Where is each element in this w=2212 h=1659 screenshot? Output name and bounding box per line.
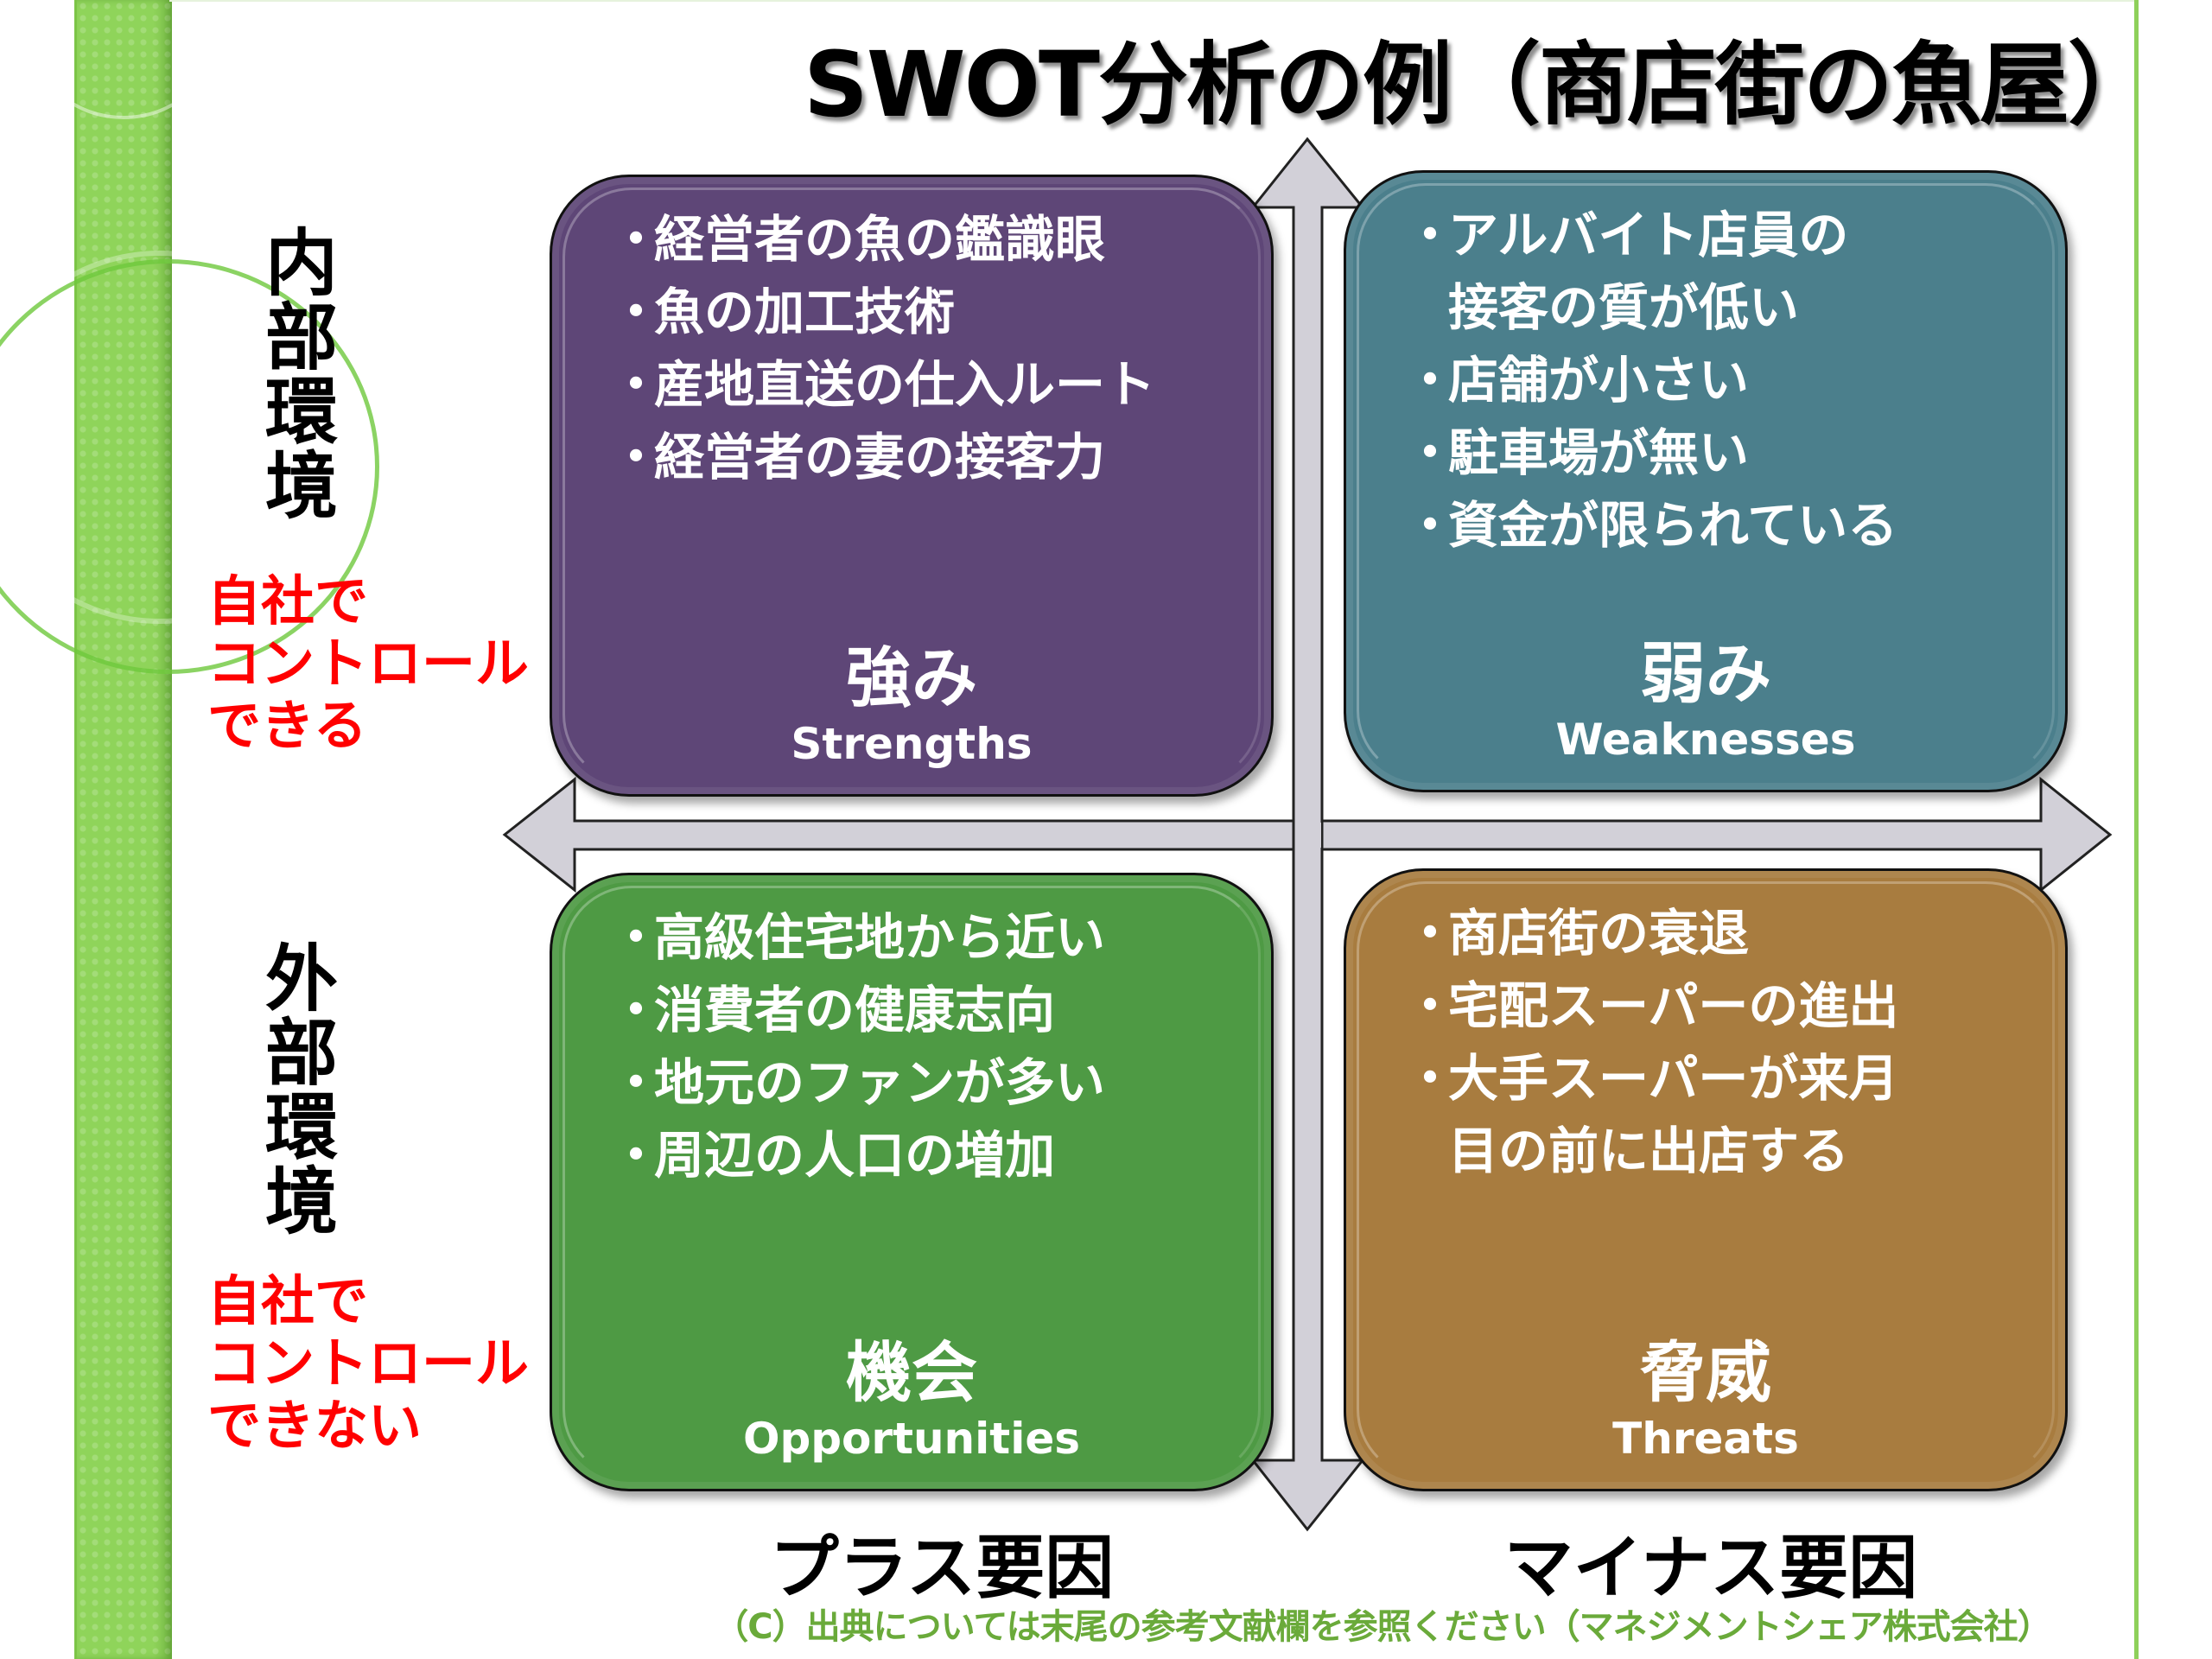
quadrant-title-en: Opportunities [742, 1414, 1081, 1464]
note-controllable: 自社で コントロール できる [207, 570, 553, 757]
item-text: 消費者の健康志向 [654, 981, 1056, 1039]
opportunities-label: 機会 Opportunities [552, 1333, 1271, 1465]
threats-label: 脅威 Threats [1346, 1333, 2065, 1465]
quadrant-title-jp: 脅威 [1640, 1334, 1771, 1411]
label-char: 環 [264, 1085, 338, 1170]
note-line: 自社で [207, 1269, 369, 1332]
quadrant-title-jp: 機会 [846, 1334, 977, 1411]
bullet-icon: ・ [611, 283, 662, 341]
row-label-external-environment: 外 部 環 境 [254, 942, 349, 1239]
item-text: 魚の加工技術 [654, 283, 956, 341]
bullet-icon: ・ [1405, 904, 1456, 963]
list-item: ・高級住宅地から近い [604, 901, 1245, 974]
label-char: 環 [264, 370, 338, 454]
bullet-icon: ・ [611, 1126, 662, 1185]
slide-top-border [169, 0, 2135, 2]
bullet-icon: ・ [1405, 976, 1456, 1035]
item-text: 商店街の衰退 [1448, 904, 1750, 963]
weaknesses-list: ・アルバイト店員の 接客の質が低い ・店舗が小さい ・駐車場が無い ・資金が限ら… [1398, 199, 2039, 562]
quadrant-title-en: Strengths [791, 719, 1033, 769]
label-char: 部 [264, 1011, 338, 1096]
slide-title: SWOT分析の例（商店街の魚屋） [804, 32, 2158, 137]
strengths-list: ・経営者の魚の鑑識眼 ・魚の加工技術 ・産地直送の仕入ルート ・経営者の妻の接客… [604, 203, 1245, 493]
quadrant-title-en: Threats [1612, 1414, 1799, 1464]
list-item: ・産地直送の仕入ルート [604, 348, 1245, 421]
bullet-icon: ・ [611, 428, 662, 486]
bullet-icon: ・ [1405, 1049, 1456, 1108]
note-line: できない [207, 1394, 423, 1457]
note-line: できる [207, 694, 367, 757]
item-text: 大手スーパーが来月 [1448, 1049, 1899, 1108]
list-item: ・店舗が小さい [1398, 344, 2039, 416]
note-not-controllable: 自社で コントロール できない [207, 1270, 553, 1457]
item-text: 店舗が小さい [1448, 351, 1750, 410]
item-text: 目の前に出店する [1448, 1122, 1850, 1180]
list-item: ・大手スーパーが来月 [1398, 1042, 2039, 1115]
bullet-icon: ・ [611, 981, 662, 1039]
list-item: ・消費者の健康志向 [604, 974, 1245, 1046]
item-text: 駐車場が無い [1448, 423, 1750, 482]
list-item: ・周辺の人口の増加 [604, 1119, 1245, 1192]
bullet-icon: ・ [1405, 206, 1456, 264]
bullet-icon: ・ [611, 1053, 662, 1112]
list-item: ・宅配スーパーの進出 [1398, 969, 2039, 1042]
slide-right-border [2134, 0, 2139, 1659]
item-text: 高級住宅地から近い [654, 908, 1106, 967]
list-item-continuation: 接客の質が低い [1398, 271, 2039, 344]
opportunities-list: ・高級住宅地から近い ・消費者の健康志向 ・地元のファンが多い ・周辺の人口の増… [604, 901, 1245, 1192]
item-text: 宅配スーパーの進出 [1448, 976, 1899, 1035]
item-text: 周辺の人口の増加 [654, 1126, 1056, 1185]
label-char: 内 [264, 221, 338, 306]
decorative-side-strip [0, 0, 379, 1659]
row-label-internal-environment: 内 部 環 境 [254, 226, 349, 524]
quadrant-title-en: Weaknesses [1555, 715, 1856, 765]
quadrant-title-jp: 弱み [1640, 635, 1771, 712]
list-item: ・商店街の衰退 [1398, 897, 2039, 969]
bullet-icon: ・ [1405, 351, 1456, 410]
label-char: 部 [264, 296, 338, 380]
item-text: 資金が限られている [1448, 496, 1898, 555]
quadrant-weaknesses: ・アルバイト店員の 接客の質が低い ・店舗が小さい ・駐車場が無い ・資金が限ら… [1344, 170, 2068, 792]
quadrant-threats: ・商店街の衰退 ・宅配スーパーの進出 ・大手スーパーが来月 目の前に出店する 脅… [1344, 868, 2068, 1491]
item-text: 産地直送の仕入ルート [654, 355, 1156, 414]
column-label-plus-factors: プラス要因 [769, 1528, 1115, 1608]
bullet-icon: ・ [611, 355, 662, 414]
quadrant-strengths: ・経営者の魚の鑑識眼 ・魚の加工技術 ・産地直送の仕入ルート ・経営者の妻の接客… [550, 175, 1274, 797]
copyright-credit: （C）出典については末尾の参考文献欄を参照ください（マネジメントシェア株式会社） [714, 1607, 2051, 1647]
weaknesses-label: 弱み Weaknesses [1346, 634, 2065, 766]
item-text: 経営者の魚の鑑識眼 [654, 210, 1106, 269]
quadrant-title-jp: 強み [846, 639, 977, 716]
list-item-continuation: 目の前に出店する [1398, 1115, 2039, 1187]
crosshair-center [1295, 823, 1321, 848]
note-line: 自社で [207, 569, 369, 632]
bullet-icon: ・ [611, 210, 662, 269]
strengths-label: 強み Strengths [552, 639, 1271, 770]
label-char: 境 [264, 1160, 338, 1244]
item-text: アルバイト店員の [1448, 206, 1849, 264]
list-item: ・地元のファンが多い [604, 1046, 1245, 1119]
column-label-minus-factors: マイナス要因 [1503, 1528, 1918, 1608]
quadrant-opportunities: ・高級住宅地から近い ・消費者の健康志向 ・地元のファンが多い ・周辺の人口の増… [550, 873, 1274, 1491]
bullet-icon: ・ [611, 908, 662, 967]
list-item: ・資金が限られている [1398, 489, 2039, 562]
item-text: 接客の質が低い [1448, 278, 1800, 337]
list-item: ・経営者の魚の鑑識眼 [604, 203, 1245, 276]
label-char: 境 [264, 444, 338, 529]
list-item: ・駐車場が無い [1398, 416, 2039, 489]
note-line: コントロール [207, 632, 530, 695]
item-text: 地元のファンが多い [654, 1053, 1106, 1112]
label-char: 外 [264, 937, 338, 1021]
threats-list: ・商店街の衰退 ・宅配スーパーの進出 ・大手スーパーが来月 目の前に出店する [1398, 897, 2039, 1187]
list-item: ・魚の加工技術 [604, 276, 1245, 348]
item-text: 経営者の妻の接客力 [654, 428, 1106, 486]
bullet-icon: ・ [1405, 423, 1456, 482]
list-item: ・アルバイト店員の [1398, 199, 2039, 271]
bullet-icon: ・ [1405, 496, 1456, 555]
note-line: コントロール [207, 1332, 530, 1395]
list-item: ・経営者の妻の接客力 [604, 421, 1245, 493]
